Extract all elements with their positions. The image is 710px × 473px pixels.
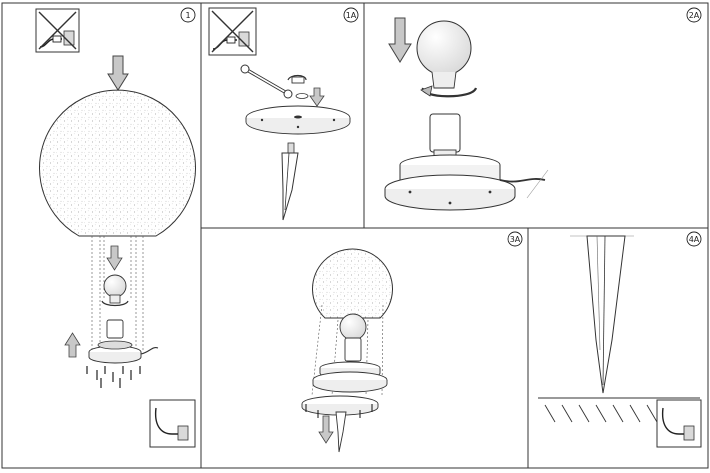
down-arrow-icon [318,415,334,444]
panel-label-1a: 1A [346,11,357,20]
mounting-screws [86,366,141,388]
light-bulb [416,20,472,89]
rotate-arrow-icon [101,300,129,307]
ground-surface [538,397,700,423]
panel-3a: 3A [301,231,523,453]
lamp-socket [106,319,124,339]
panel-4a: 4A [538,231,702,448]
light-bulb [339,313,367,362]
panel-number-2a: 2A [686,7,702,23]
panel-1a: 1A [208,7,359,221]
alignment-lines [91,236,144,350]
mounting-plate [245,105,351,135]
alignment-lines [311,304,384,396]
plug-socket-icon [149,399,196,448]
lamp-base [88,340,159,364]
unplugged-crossed-icon [208,7,257,56]
panel-label-4a: 4A [689,235,700,244]
plug-socket-icon [656,399,702,448]
down-arrow-icon [388,17,412,63]
ground-spike [281,142,299,221]
globe-shade [39,89,196,237]
lamp-base [312,361,388,393]
mounting-screws [305,404,373,418]
panel-number-1a: 1A [343,7,359,23]
panel-label-1: 1 [185,11,190,20]
ground-spike [335,411,347,453]
panel-1: 1 [35,7,196,448]
rotate-arrow-icon [420,85,478,98]
down-arrow-small-icon [309,87,325,107]
up-arrow-icon [64,332,81,358]
panel-number-4a: 4A [686,231,702,247]
panel-number-3a: 3A [507,231,523,247]
panel-2a: 2A [384,7,702,211]
panel-label-2a: 2A [689,11,700,20]
lamp-base [384,154,549,211]
spanner-tool [240,64,293,99]
ground-spike [586,235,626,394]
panel-label-3a: 3A [510,235,521,244]
globe-shade [312,248,393,319]
down-arrow-small-icon [106,245,123,271]
down-arrow-icon [107,55,129,91]
panel-number-1: 1 [180,7,196,23]
mounting-plate [301,395,379,416]
rotate-arrow-icon [287,74,309,99]
unplugged-crossed-icon [35,8,80,53]
lamp-socket [429,113,461,161]
light-bulb [103,274,127,304]
